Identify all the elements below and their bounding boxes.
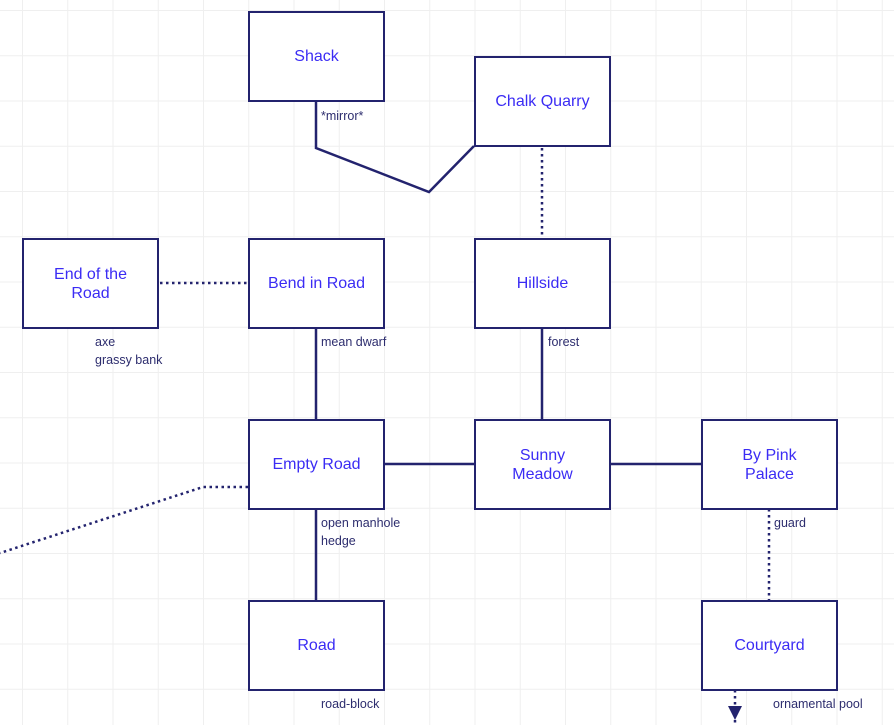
room-bend-in-road[interactable]: Bend in Road xyxy=(248,238,385,329)
room-by-pink-palace[interactable]: By Pink Palace xyxy=(701,419,838,510)
objects-bend-in-road: mean dwarf xyxy=(321,335,387,349)
objects-shack: *mirror* xyxy=(321,109,364,123)
link-empty-road-offscreen-west xyxy=(0,485,248,555)
room-name: Courtyard xyxy=(734,637,805,654)
room-name: Shack xyxy=(294,48,339,65)
room-road[interactable]: Road xyxy=(248,600,385,691)
room-empty-road[interactable]: Empty Road xyxy=(248,419,385,510)
objects-road: road-block xyxy=(321,697,380,711)
room-chalk-quarry[interactable]: Chalk Quarry xyxy=(474,56,611,147)
room-sunny-meadow[interactable]: Sunny Meadow xyxy=(474,419,611,510)
room-name: Empty Road xyxy=(272,456,361,473)
objects-empty-road: open manhole hedge xyxy=(321,516,401,548)
room-name: Chalk Quarry xyxy=(495,93,590,110)
arrow-down-icon xyxy=(728,706,742,720)
objects-by-pink-palace: guard xyxy=(774,516,806,530)
room-hillside[interactable]: Hillside xyxy=(474,238,611,329)
room-name: Road xyxy=(297,637,336,654)
room-name: By Pink Palace xyxy=(742,446,797,483)
room-name: Hillside xyxy=(516,275,569,292)
room-name: End of the Road xyxy=(54,265,127,302)
objects-end-of-the-road: axe grassy bank xyxy=(95,335,163,367)
room-name: Bend in Road xyxy=(268,275,365,292)
room-name: Sunny Meadow xyxy=(512,446,573,483)
objects-courtyard: ornamental pool xyxy=(773,697,863,711)
room-shack[interactable]: Shack xyxy=(248,11,385,102)
room-courtyard[interactable]: Courtyard xyxy=(701,600,838,691)
link-shack-chalk-quarry xyxy=(314,101,475,194)
room-end-of-the-road[interactable]: End of the Road xyxy=(22,238,159,329)
objects-hillside: forest xyxy=(548,335,580,349)
